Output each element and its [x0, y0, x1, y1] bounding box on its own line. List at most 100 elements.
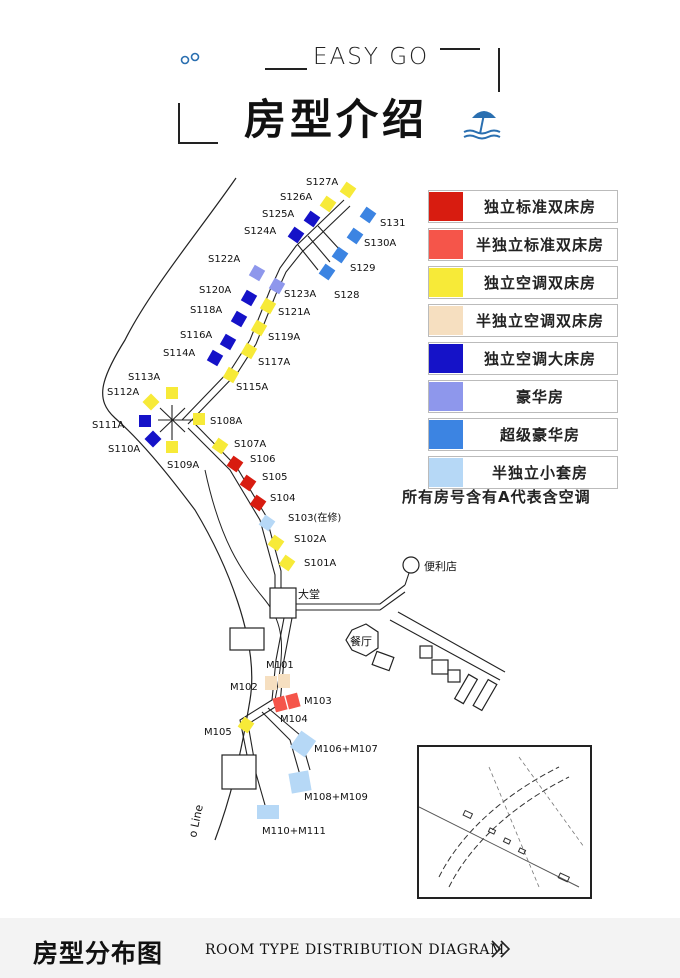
room-S101A[interactable]	[278, 554, 296, 572]
room-S102A[interactable]	[267, 534, 285, 552]
legend-swatch	[429, 230, 463, 259]
room-S110A[interactable]	[144, 430, 162, 448]
room-S112A[interactable]	[142, 393, 160, 411]
room-label: M104	[280, 714, 308, 725]
room-M106-M107[interactable]	[289, 730, 317, 758]
room-label: S103(在修)	[288, 511, 341, 524]
room-M102[interactable]	[265, 676, 277, 690]
legend-label: 独立空调双床房	[483, 274, 596, 292]
legend-swatch	[429, 344, 463, 373]
divider-line	[498, 48, 500, 92]
room-label: S119A	[268, 332, 300, 343]
room-S114A[interactable]	[206, 349, 224, 367]
legend-item: 独立空调双床房	[428, 266, 618, 299]
room-M108-M109[interactable]	[288, 770, 312, 794]
room-label: S102A	[294, 534, 326, 545]
room-label: S104	[270, 493, 295, 504]
legend-swatch	[429, 382, 463, 411]
room-label: S107A	[234, 439, 266, 450]
room-label: S115A	[236, 382, 268, 393]
room-S109A[interactable]	[166, 441, 178, 453]
room-label: M102	[230, 682, 258, 693]
room-M110-M111[interactable]	[257, 805, 279, 819]
double-chevron-right-icon	[491, 940, 511, 958]
room-label: S121A	[278, 307, 310, 318]
room-map: 大堂 餐厅 便利店 o Line	[92, 177, 506, 841]
room-labels: S127A S126A S125A S124A S131 S130A S129 …	[92, 177, 405, 837]
room-label: M101	[266, 660, 294, 671]
room-label: S114A	[163, 348, 195, 359]
room-S125A[interactable]	[303, 210, 321, 228]
room-label: S130A	[364, 238, 396, 249]
room-label: S125A	[262, 209, 294, 220]
room-type-legend: 独立标准双床房 半独立标准双床房 独立空调双床房 半独立空调双床房 独立空调大床…	[428, 190, 618, 494]
legend-label: 独立标准双床房	[483, 198, 596, 216]
legend-label: 豪华房	[515, 388, 564, 406]
room-label: S109A	[167, 460, 199, 471]
room-S119A[interactable]	[250, 319, 268, 337]
room-S107A[interactable]	[211, 437, 229, 455]
room-S130A[interactable]	[346, 227, 364, 245]
footer-title: 房型分布图	[33, 939, 164, 968]
legend-label: 半独立标准双床房	[475, 236, 604, 254]
legend-item: 独立标准双床房	[428, 190, 618, 223]
room-label: S112A	[107, 387, 139, 398]
room-label: M108+M109	[304, 792, 368, 803]
place-line: o Line	[186, 803, 206, 838]
room-S104[interactable]	[249, 494, 267, 512]
legend-swatch	[429, 268, 463, 297]
legend-item: 半独立小套房	[428, 456, 618, 489]
room-M103[interactable]	[285, 692, 301, 710]
room-label: S113A	[128, 372, 160, 383]
room-label: M103	[304, 696, 332, 707]
coastline	[102, 177, 253, 841]
room-label: S128	[334, 290, 359, 301]
page-title: 房型介绍	[244, 95, 429, 144]
brand-name: EASY GO	[313, 44, 430, 70]
bubbles-icon	[180, 52, 200, 65]
legend-item: 豪华房	[428, 380, 618, 413]
room-S131[interactable]	[359, 206, 377, 224]
room-S117A[interactable]	[240, 342, 258, 360]
room-S111A[interactable]	[139, 415, 151, 427]
room-M105[interactable]	[237, 716, 255, 734]
room-label: S126A	[280, 192, 312, 203]
divider-line	[178, 142, 218, 144]
room-S105[interactable]	[239, 474, 257, 492]
divider-line	[440, 48, 480, 50]
room-S126A[interactable]	[319, 195, 337, 213]
room-label: S110A	[108, 444, 140, 455]
room-S106[interactable]	[226, 455, 244, 473]
room-label: S111A	[92, 420, 124, 431]
room-S129[interactable]	[331, 246, 349, 264]
room-S122A[interactable]	[248, 264, 266, 282]
room-label: S122A	[208, 254, 240, 265]
inset-map	[417, 745, 592, 899]
legend-label: 半独立空调双床房	[475, 312, 604, 330]
room-S103[interactable]	[258, 514, 276, 532]
room-S113A[interactable]	[166, 387, 178, 399]
legend-swatch	[429, 458, 463, 487]
footer-subtitle: ROOM TYPE DISTRIBUTION DIAGRAM	[205, 942, 505, 958]
room-S121A[interactable]	[259, 297, 277, 315]
room-S118A[interactable]	[230, 310, 248, 328]
divider-line	[178, 103, 180, 143]
room-S108A[interactable]	[193, 413, 205, 425]
room-S120A[interactable]	[240, 289, 258, 307]
room-S124A[interactable]	[287, 226, 305, 244]
legend-item: 超级豪华房	[428, 418, 618, 451]
room-S128[interactable]	[318, 263, 336, 281]
room-label: S108A	[210, 416, 242, 427]
inset-map-drawing	[418, 756, 585, 888]
room-S127A[interactable]	[339, 181, 357, 199]
room-S116A[interactable]	[219, 333, 237, 351]
room-M104[interactable]	[272, 695, 288, 713]
buildings	[221, 556, 498, 790]
legend-swatch	[429, 192, 463, 221]
page-footer: 房型分布图 ROOM TYPE DISTRIBUTION DIAGRAM	[0, 918, 680, 978]
room-S115A[interactable]	[222, 366, 240, 384]
place-restaurant: 餐厅	[350, 634, 372, 648]
room-label: S106	[250, 454, 275, 465]
room-S123A[interactable]	[268, 277, 286, 295]
room-M101[interactable]	[278, 674, 290, 688]
